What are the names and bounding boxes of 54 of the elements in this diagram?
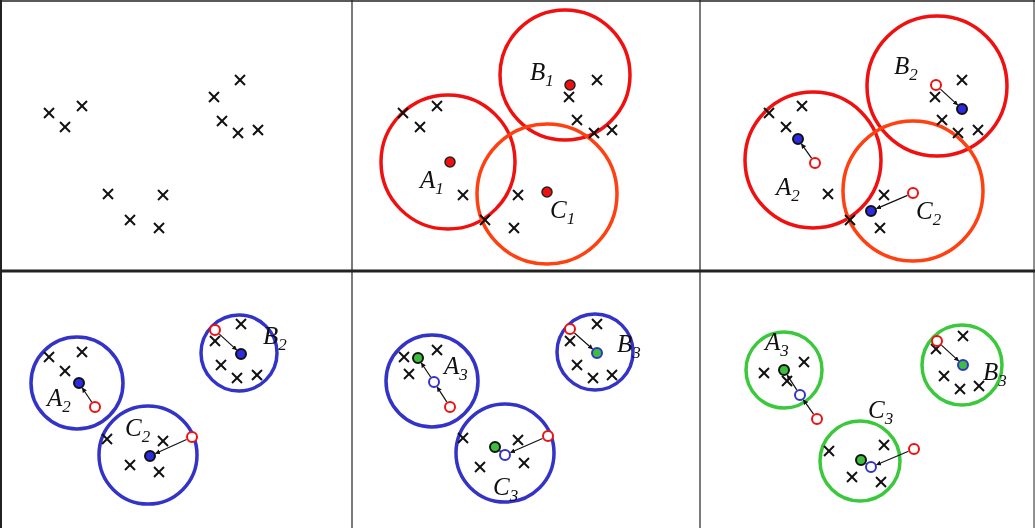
cluster-label: C$_{2}$ bbox=[125, 414, 151, 442]
arrow bbox=[436, 386, 448, 403]
centroid-old-marker bbox=[89, 401, 101, 413]
arrow bbox=[573, 332, 594, 350]
centroid-marker bbox=[73, 377, 85, 389]
arrow bbox=[875, 450, 910, 466]
arrow bbox=[800, 143, 813, 159]
centroid-old-marker bbox=[931, 335, 943, 347]
arrow bbox=[940, 344, 960, 362]
centroid-marker bbox=[412, 352, 424, 364]
centroid-old-marker bbox=[564, 323, 576, 335]
centroid-marker bbox=[144, 450, 156, 462]
cluster-label: B$_{1}$ bbox=[530, 58, 554, 86]
centroid-marker bbox=[956, 103, 968, 115]
cluster-label: B$_{3}$ bbox=[983, 358, 1007, 386]
centroid-marker bbox=[235, 348, 247, 360]
centroid-marker bbox=[778, 364, 790, 376]
centroid-marker bbox=[865, 205, 877, 217]
centroid-marker bbox=[489, 441, 501, 453]
centroid-old-marker bbox=[908, 443, 920, 455]
centroid-old-marker bbox=[809, 157, 821, 169]
centroid-old-marker bbox=[428, 376, 440, 388]
arrow bbox=[509, 437, 544, 454]
cluster-label: C$_{2}$ bbox=[916, 197, 942, 225]
centroid-marker bbox=[792, 133, 804, 145]
cluster-label: A$_{2}$ bbox=[47, 384, 71, 412]
centroid-old-marker bbox=[811, 413, 823, 425]
centroid-marker bbox=[591, 347, 603, 359]
centroid-old-marker bbox=[209, 324, 221, 336]
centroid-old-marker bbox=[794, 389, 806, 401]
centroid-old-marker bbox=[499, 449, 511, 461]
cluster-label: A$_{1}$ bbox=[420, 166, 444, 194]
arrow bbox=[154, 438, 188, 455]
centroid-old-marker bbox=[542, 430, 554, 442]
centroid-old-marker bbox=[930, 79, 942, 91]
cluster-label: B$_{2}$ bbox=[894, 52, 918, 80]
cluster-label: A$_{3}$ bbox=[765, 328, 789, 356]
arrow bbox=[786, 374, 798, 391]
cluster-label: C$_{3}$ bbox=[868, 396, 894, 424]
cluster-label: A$_{3}$ bbox=[444, 352, 468, 380]
centroid-old-marker bbox=[907, 187, 919, 199]
arrow bbox=[81, 387, 93, 403]
centroid-old-marker bbox=[444, 401, 456, 413]
arrow bbox=[218, 333, 238, 351]
centroid-marker bbox=[855, 454, 867, 466]
arrow bbox=[420, 362, 432, 378]
arrow bbox=[875, 194, 909, 210]
arrow bbox=[802, 399, 815, 415]
arrow bbox=[939, 88, 959, 106]
centroid-old-marker bbox=[865, 461, 877, 473]
cluster-label: C$_{1}$ bbox=[550, 196, 576, 224]
cluster-label: A$_{2}$ bbox=[776, 173, 800, 201]
centroid-marker bbox=[957, 359, 969, 371]
centroid-old-marker bbox=[186, 431, 198, 443]
